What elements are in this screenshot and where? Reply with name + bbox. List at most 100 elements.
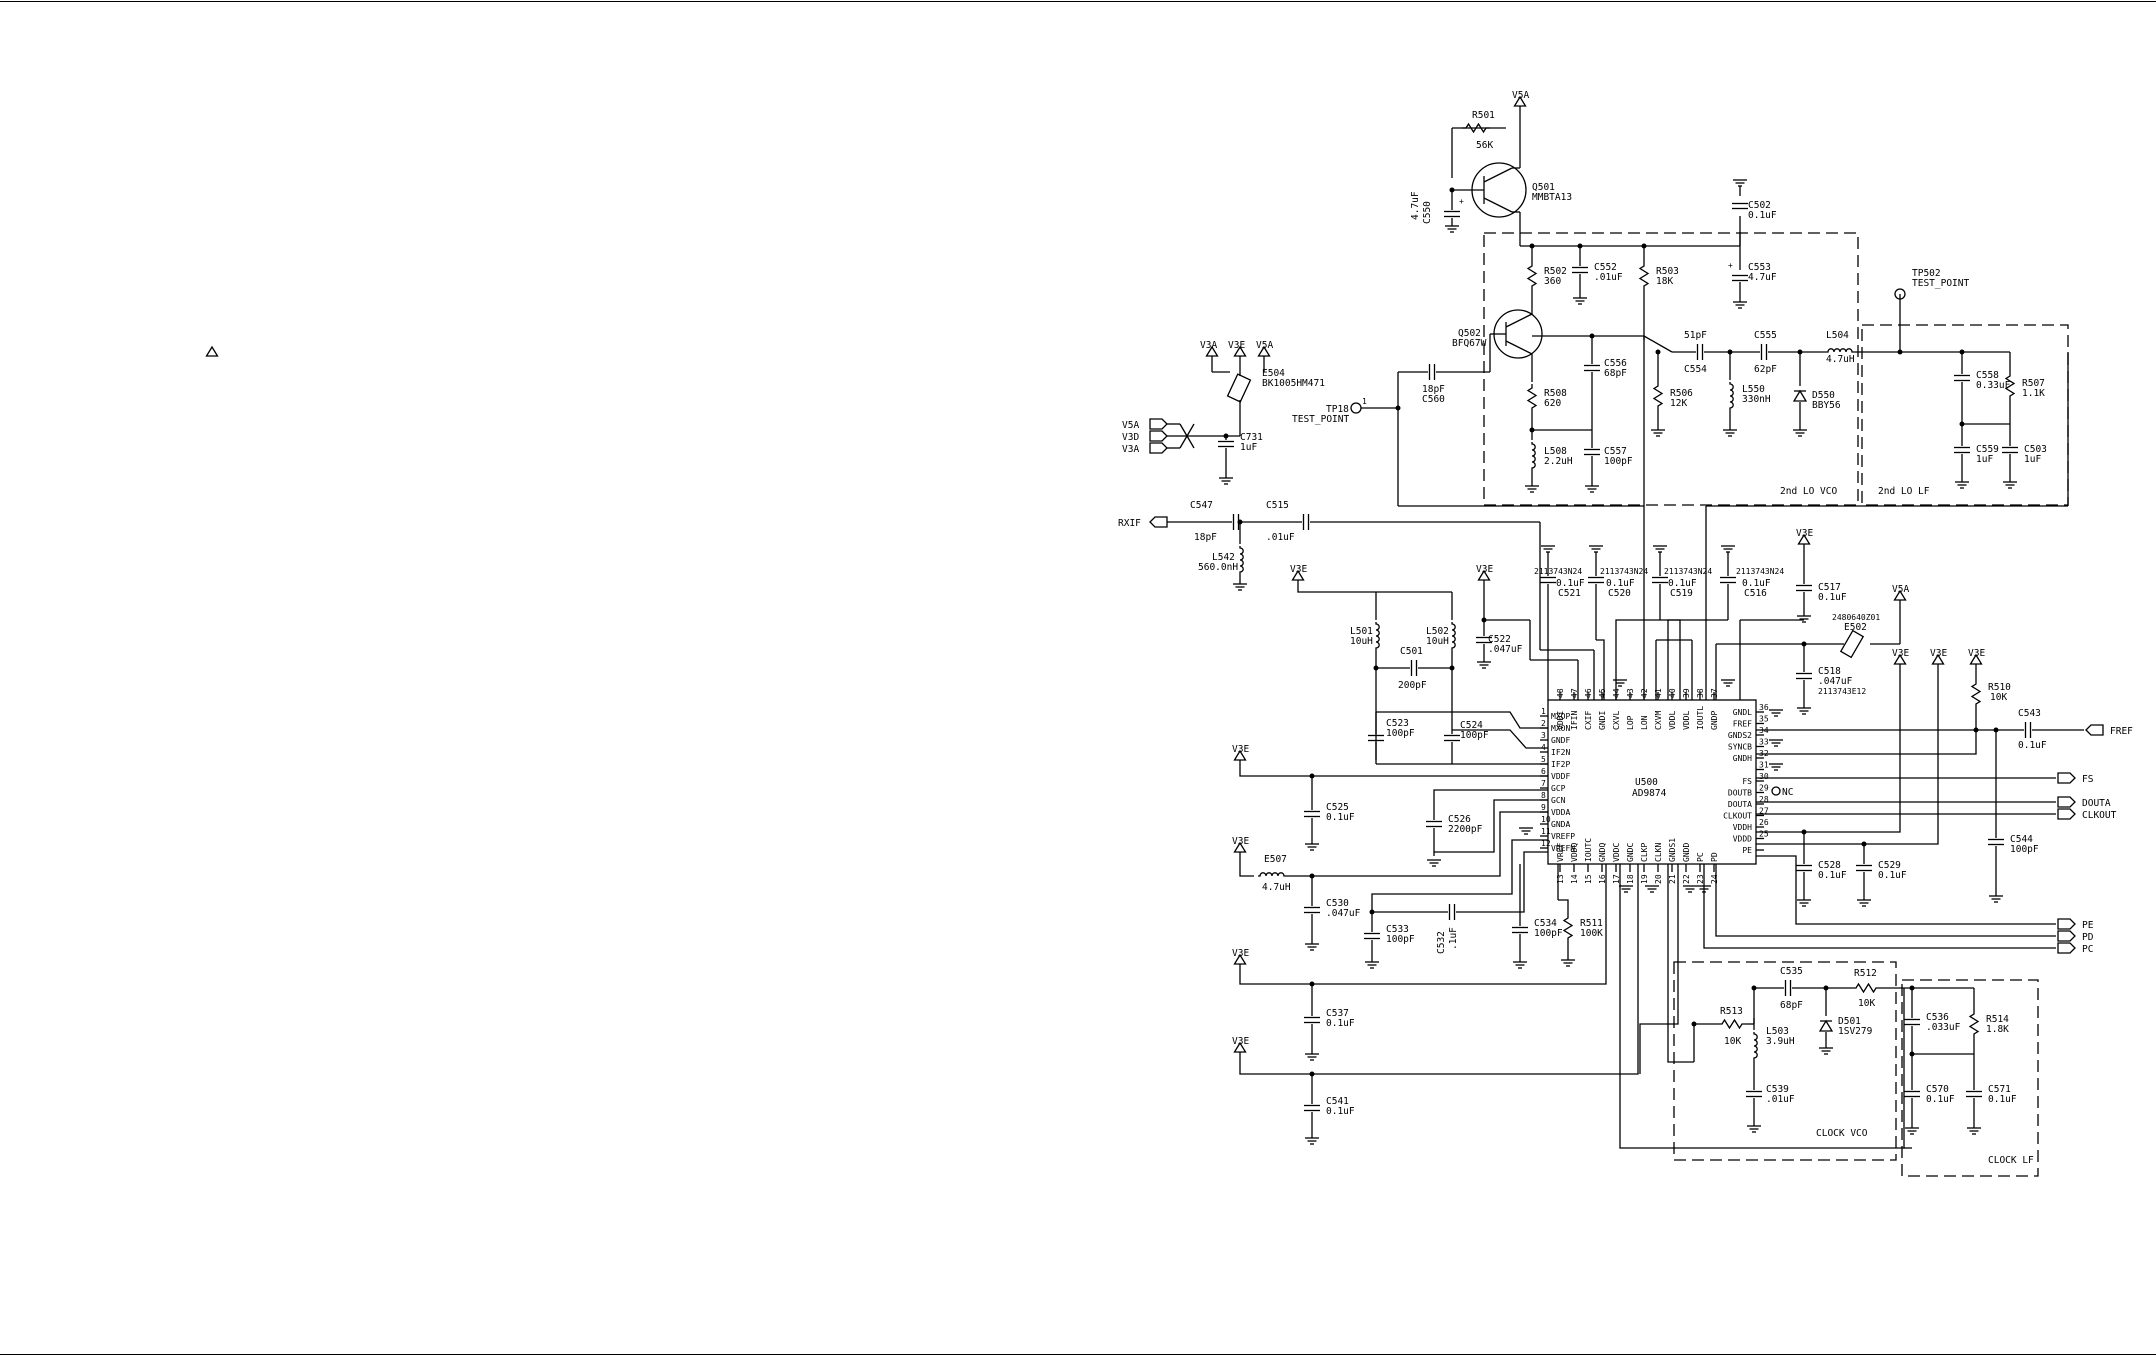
c571-ref: C571 xyxy=(1988,1084,2011,1095)
ic-pin-number: 46 xyxy=(1584,688,1593,698)
vddf-rail-label: V3E xyxy=(1232,744,1249,755)
ic-pin-number: 15 xyxy=(1584,874,1593,884)
ic-pin-number: 36 xyxy=(1759,703,1769,712)
tp18-marker[interactable] xyxy=(1350,402,1362,414)
tp18-ref: TP18 xyxy=(1326,404,1349,415)
c544-ref: C544 xyxy=(2010,834,2033,845)
c502-val: 0.1uF xyxy=(1748,210,1777,221)
r506-val: 12K xyxy=(1670,398,1687,409)
c502-ref: C502 xyxy=(1748,200,1771,211)
ic-pin-name: GNDL xyxy=(1733,708,1752,717)
q502-ref: Q502 xyxy=(1458,328,1481,339)
ic-pin-name: CXVL xyxy=(1612,711,1621,730)
vddd-rail-label: V3E xyxy=(1930,648,1947,659)
c553-ref: C553 xyxy=(1748,262,1771,273)
r510-ref: R510 xyxy=(1988,682,2011,693)
tp502-marker[interactable] xyxy=(1894,288,1906,300)
tp18-label: TEST_POINT xyxy=(1292,414,1349,425)
c522-ref: C522 xyxy=(1488,634,1511,645)
ic-right-pins: 36GNDL35FREF34GNDS233SYNCB32GNDH3130FS29… xyxy=(1723,703,1769,855)
l501-ref: L501 xyxy=(1350,626,1373,637)
c517-ref: C517 xyxy=(1818,582,1841,593)
ic-pin-name: CXVM xyxy=(1654,711,1663,730)
ic-pin-name: IF2N xyxy=(1551,748,1570,757)
ic-pin-name: SYNCB xyxy=(1728,743,1752,752)
block-lo-lf-label: 2nd LO LF xyxy=(1878,486,1930,497)
ic-pin-number: 1 xyxy=(1541,707,1546,716)
ic-pin-name: GNDF xyxy=(1551,736,1570,745)
c570-val: 0.1uF xyxy=(1926,1094,1955,1105)
c524-val: 100pF xyxy=(1460,730,1489,741)
ic-pin-number: 23 xyxy=(1696,874,1705,884)
ic-pin-number: 33 xyxy=(1759,738,1769,747)
block-lo-vco xyxy=(1483,232,1859,506)
svg-text:+: + xyxy=(1728,261,1733,270)
e504-ref: E504 xyxy=(1262,368,1285,379)
c535-val: 68pF xyxy=(1780,1000,1803,1011)
ic-pin-name: FREF xyxy=(1733,720,1752,729)
c501-val: 200pF xyxy=(1398,680,1427,691)
e504-rail-v3e: V3E xyxy=(1228,340,1245,351)
ic-pin-name: IOUTL xyxy=(1696,706,1705,730)
ic-pin-name: VDDI xyxy=(1556,711,1565,730)
ic-pin-number: 35 xyxy=(1759,715,1769,724)
r501-val: 56K xyxy=(1476,140,1493,151)
ic-pin-name: PC xyxy=(1696,852,1705,862)
c535-ref: C535 xyxy=(1780,966,1803,977)
c520-ref: C520 xyxy=(1608,588,1631,599)
c529-val: 0.1uF xyxy=(1878,870,1907,881)
e502-ref: E502 xyxy=(1844,622,1867,633)
ic-pin-number: 2 xyxy=(1541,719,1546,728)
c533-ref: C533 xyxy=(1386,924,1409,935)
c557-ref: C557 xyxy=(1604,446,1627,457)
e507-val: 4.7uH xyxy=(1262,882,1291,893)
tp18-pin: 1 xyxy=(1362,397,1367,406)
l504-val: 4.7uH xyxy=(1826,354,1855,365)
ic-pin-name: LON xyxy=(1640,715,1649,730)
ic-part: AD9874 xyxy=(1632,788,1667,799)
c503-val: 1uF xyxy=(2024,454,2041,465)
c528-ref: C528 xyxy=(1818,860,1841,871)
ic-pin-name: VDDF xyxy=(1551,772,1570,781)
r503-ref: R503 xyxy=(1656,266,1679,277)
c541-rail-label: V3E xyxy=(1232,1036,1249,1047)
vddh-rail-label: V3E xyxy=(1892,648,1909,659)
block-clock-lf-label: CLOCK LF xyxy=(1988,1155,2034,1166)
c555-val: 62pF xyxy=(1754,364,1777,375)
c560-val: 18pF xyxy=(1422,384,1445,395)
nc-label: NC xyxy=(1782,787,1793,798)
ic-pin-name: VREFN xyxy=(1551,844,1575,853)
c539-val: .01uF xyxy=(1766,1094,1795,1105)
c528-val: 0.1uF xyxy=(1818,870,1847,881)
c518-pn: 2113743E12 xyxy=(1818,687,1866,696)
port-clkout-label: CLKOUT xyxy=(2082,810,2117,821)
r501-ref: R501 xyxy=(1472,110,1495,121)
tp502-label: TEST_POINT xyxy=(1912,278,1969,289)
l550-ref: L550 xyxy=(1742,384,1765,395)
ic-pin-number: 45 xyxy=(1598,688,1607,698)
ic-pin-number: 7 xyxy=(1541,779,1546,788)
c501-ref: C501 xyxy=(1400,646,1423,657)
ic-pin-name: LOP xyxy=(1626,715,1635,730)
l542-val: 560.0nH xyxy=(1198,562,1238,573)
l502-ref: L502 xyxy=(1426,626,1449,637)
ic-pin-name: GNDS2 xyxy=(1728,731,1752,740)
r502-val: 360 xyxy=(1544,276,1561,287)
ic-pin-number: 48 xyxy=(1556,688,1565,698)
e504-rail-v3a: V3A xyxy=(1200,340,1217,351)
ic-pin-name: GNDQ xyxy=(1598,843,1607,862)
ic-pin-number: 27 xyxy=(1759,807,1769,816)
r502-ref: R502 xyxy=(1544,266,1567,277)
ic-body xyxy=(1547,699,1757,865)
c522-val: .047uF xyxy=(1488,644,1523,655)
block-clock-vco xyxy=(1673,961,1897,1161)
c554-val: 51pF xyxy=(1684,330,1707,341)
block-clock-vco-label: CLOCK VCO xyxy=(1816,1128,1868,1139)
c518-val: .047uF xyxy=(1818,676,1853,687)
ic-pin-number: 11 xyxy=(1541,827,1551,836)
d550-val: BBY56 xyxy=(1812,400,1841,411)
c530-ref: C530 xyxy=(1326,898,1349,909)
c532-ref: C532 xyxy=(1436,931,1447,954)
ic-pin-name: GCN xyxy=(1551,796,1566,805)
ic-u500: U500 AD9874 1MXOP2MXON3GNDF4IF2N5IF2P6VD… xyxy=(1540,688,1793,884)
